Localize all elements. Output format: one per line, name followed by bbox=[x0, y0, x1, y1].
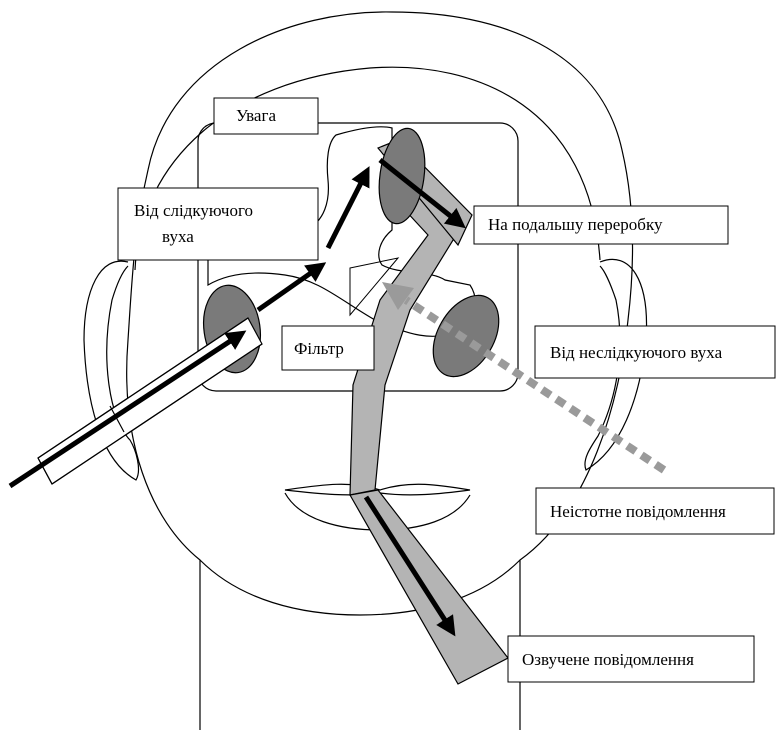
label-filter-text: Фільтр bbox=[294, 339, 344, 358]
label-attention: Увага bbox=[214, 98, 318, 134]
label-filter: Фільтр bbox=[282, 326, 374, 370]
label-attention-text: Увага bbox=[236, 106, 276, 125]
label-from-unattended-ear: Від неслідкуючого вуха bbox=[535, 326, 775, 378]
label-spoken-message: Озвучене повідомлення bbox=[508, 636, 754, 682]
label-spoken-message-text: Озвучене повідомлення bbox=[522, 650, 694, 669]
attended-arrow-1 bbox=[10, 336, 238, 486]
label-from-attended-ear-line2: вуха bbox=[162, 227, 194, 246]
attended-arrow-2 bbox=[258, 268, 318, 310]
collar-line bbox=[200, 560, 520, 615]
label-further-processing: На подальшу переробку bbox=[474, 206, 728, 244]
label-from-unattended-ear-text: Від неслідкуючого вуха bbox=[550, 343, 723, 362]
label-from-attended-ear-line1: Від слідкуючого bbox=[134, 201, 253, 220]
label-further-processing-text: На подальшу переробку bbox=[488, 215, 663, 234]
attended-arrow-3 bbox=[328, 175, 365, 248]
label-from-attended-ear: Від слідкуючого вуха bbox=[118, 188, 318, 260]
label-irrelevant-message-text: Неістотне повідомлення bbox=[550, 502, 726, 521]
spoken-arrow bbox=[366, 497, 450, 628]
label-irrelevant-message: Неістотне повідомлення bbox=[536, 488, 774, 534]
